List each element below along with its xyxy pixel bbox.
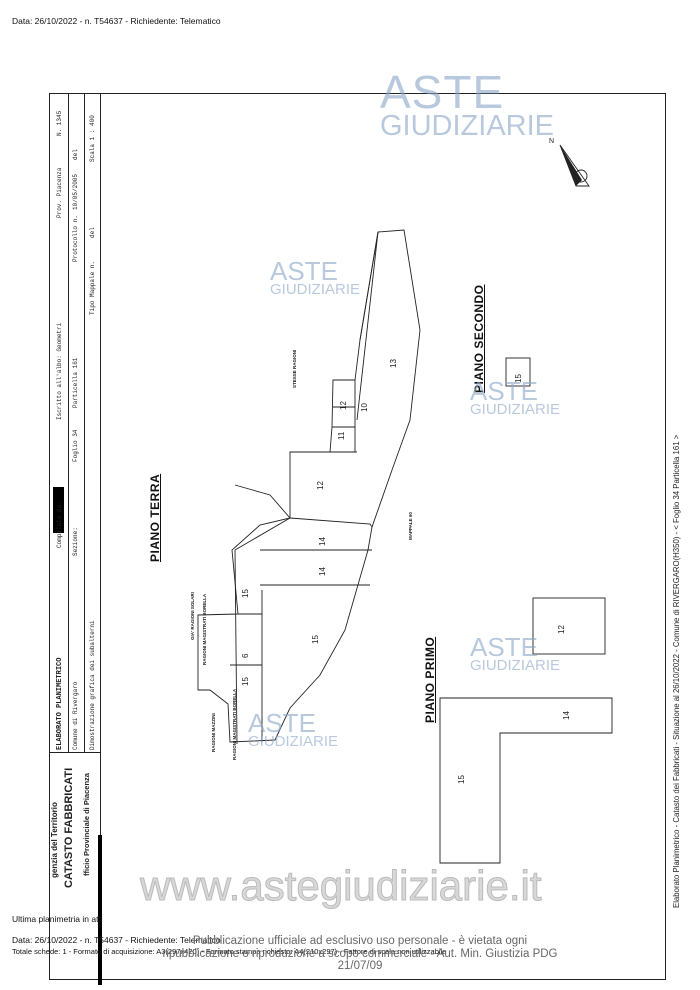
room-10: 10 [360, 403, 369, 412]
piano-primo-upper [532, 597, 606, 655]
publication-notice: Pubblicazione ufficiale ad esclusivo uso… [162, 935, 558, 973]
site-watermark: www.astegiudiziarie.it [140, 862, 543, 910]
room-6: 6 [241, 653, 250, 658]
aste-watermark-logo: ASTE GIUDIZIARIE [380, 66, 555, 143]
room-14: 14 [318, 537, 327, 546]
title-divider [68, 93, 69, 753]
ragioni-magistrati-label: RAGIONI MAGISTRATI BORELLA [202, 593, 207, 665]
ultima-planimetria: Ultima planimetria in atti [12, 914, 103, 924]
room-15: 15 [241, 589, 250, 598]
room-15-c: 15 [241, 677, 250, 686]
room-12-c: 12 [557, 625, 566, 634]
room-12-b: 12 [316, 481, 325, 490]
room-11: 11 [337, 431, 346, 440]
ragioni-mazzini-label: RAGIONI MAZZINI [211, 713, 216, 752]
room-15-b: 15 [311, 635, 320, 644]
aste-watermark-logo: ASTE GIUDIZIARIE [270, 256, 361, 299]
ragioni-magistrati-label-2: RAGIONI MAGISTRATI BORELLA [232, 688, 237, 760]
redacted-name-bar [53, 487, 64, 533]
sheet-border [49, 93, 666, 980]
mappale-label: MAPPALE 60 [408, 512, 413, 540]
aste-watermark-logo: ASTE GIUDIZIARIE [470, 632, 561, 675]
side-note: Elaborato Planimetrico - Catasto dei Fab… [672, 434, 681, 908]
title-divider [84, 93, 85, 753]
ragioni-solari-label: GIA' RAGIONI SOLARI [190, 592, 195, 640]
north-label: N [549, 138, 554, 145]
title-divider [49, 752, 101, 753]
room-15-e: 15 [457, 775, 466, 784]
footer-totale: Totale schede: 1 - Formato di acquisizio… [12, 947, 447, 956]
footer-data-line: Data: 26/10/2022 - n. T54637 - Richieden… [12, 935, 221, 945]
piano-terra-outline [197, 229, 421, 743]
room-13: 13 [389, 359, 398, 368]
room-14-b: 14 [318, 567, 327, 576]
piano-terra-inner [230, 231, 379, 745]
piano-primo-label: PIANO PRIMO [423, 636, 437, 723]
room-14-c: 14 [562, 711, 571, 720]
title-block [49, 93, 101, 980]
aste-watermark-logo: ASTE GIUDIZIARIE [248, 708, 339, 751]
stesse-ragioni-label: STESSE RAGIONI [292, 349, 297, 388]
piano-secondo-box [505, 357, 531, 387]
piano-terra-label: PIANO TERRA [148, 473, 162, 562]
document-header: Data: 26/10/2022 - n. T54637 - Richieden… [12, 16, 221, 26]
piano-primo-outline [439, 697, 613, 864]
aste-watermark-logo: ASTE GIUDIZIARIE [470, 376, 561, 419]
margin-black-bar [98, 835, 102, 985]
room-12: 12 [339, 401, 348, 410]
